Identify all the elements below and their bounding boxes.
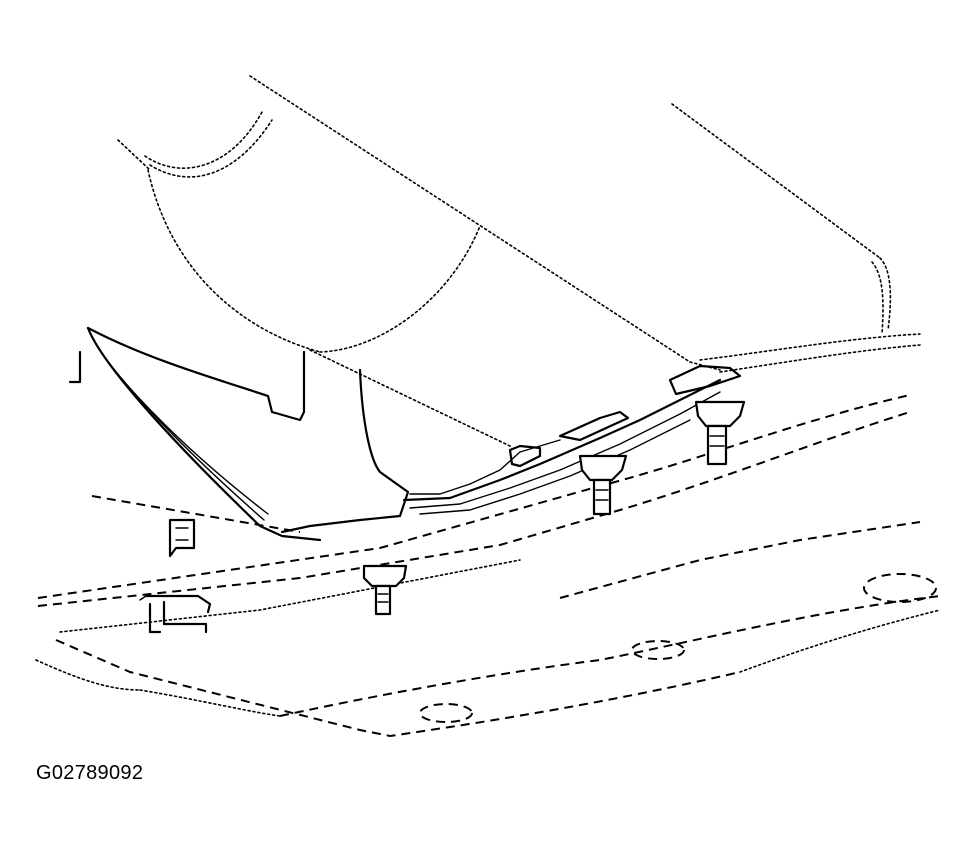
retainer-clip-upper (168, 518, 196, 558)
undercover-panel (35, 333, 941, 738)
bolt-middle (578, 454, 628, 516)
vehicle-body-outline (117, 75, 892, 447)
retainer-clip-lower (139, 594, 212, 634)
bolt-rear (694, 400, 746, 466)
engine-undercover-shield (68, 326, 742, 542)
bolt-front (362, 564, 408, 616)
figure-id-label: G02789092 (36, 762, 144, 784)
